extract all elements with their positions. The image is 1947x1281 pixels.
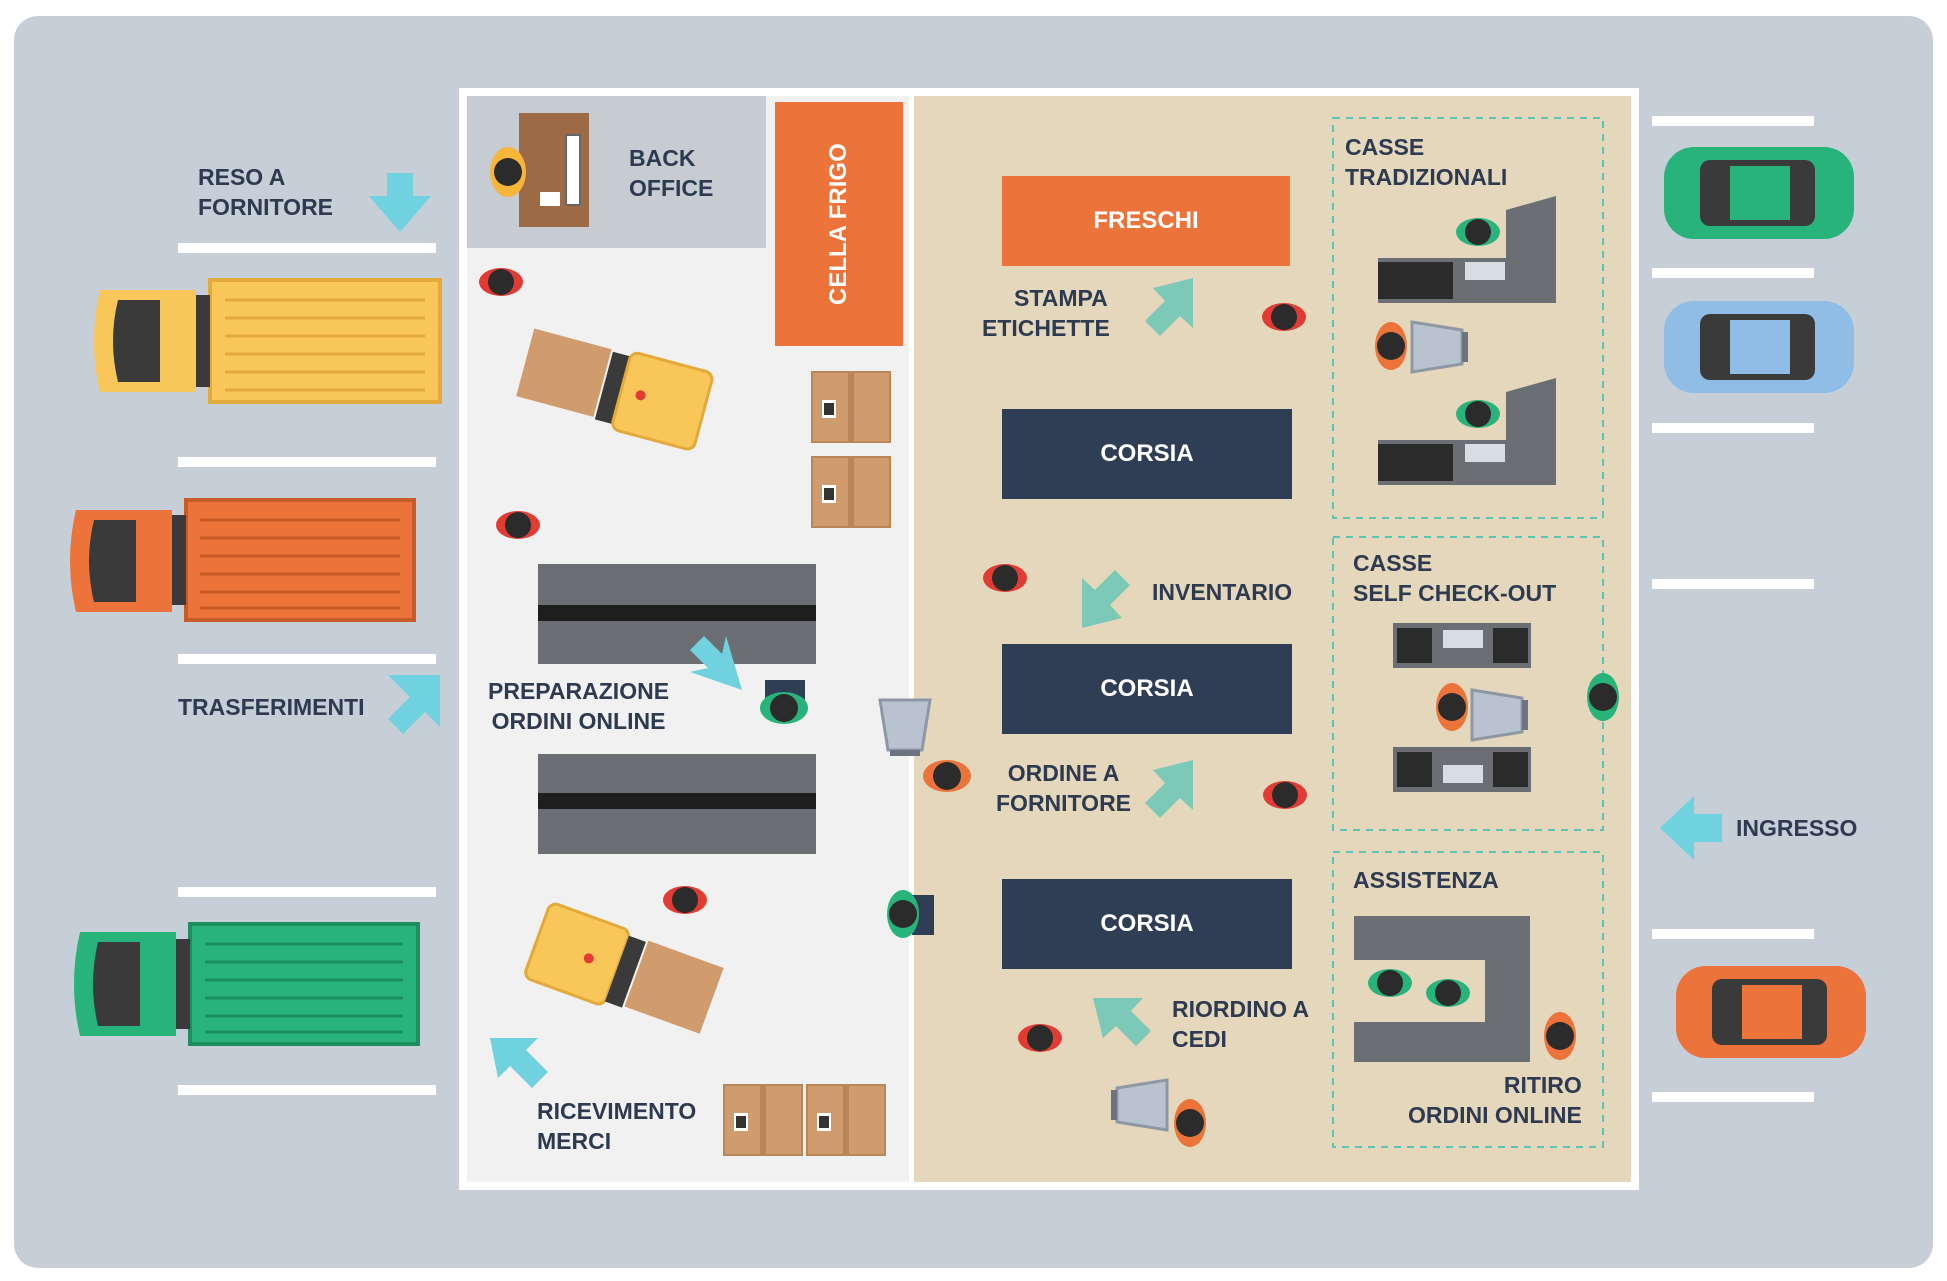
customer-icon: [1375, 322, 1407, 370]
label-inventario: INVENTARIO: [1152, 579, 1293, 605]
corsia-shelf-2: [1002, 644, 1292, 734]
corsia-shelf-3: [1002, 879, 1292, 969]
label-corsia-3: CORSIA: [1100, 910, 1194, 937]
shopping-cart-icon: [1109, 1078, 1169, 1132]
shopping-cart-icon: [1470, 688, 1530, 742]
label-corsia-2: CORSIA: [1100, 675, 1194, 702]
checkout-counter-icon: [1378, 378, 1556, 485]
car-icon: [1664, 301, 1854, 393]
customer-icon: [1436, 683, 1468, 731]
label-corsia-1: CORSIA: [1100, 440, 1194, 467]
freschi-shelf: [1002, 176, 1290, 266]
label-reso-a-fornitore: RESO A FORNITORE: [198, 164, 334, 220]
label-back-office: BACK OFFICE: [629, 145, 714, 201]
forklift-icon: [524, 902, 724, 1034]
box-icon: [723, 1084, 803, 1156]
label-ordine-a-fornitore: ORDINE A FORNITORE: [996, 760, 1132, 816]
label-preparazione-ordini-online: PREPARAZIONE ORDINI ONLINE: [488, 678, 670, 734]
worker-icon: [496, 511, 540, 539]
assistenza-zone: [1332, 851, 1604, 1148]
forklift-icon: [516, 328, 714, 451]
box-icon: [811, 456, 891, 528]
box-icon: [811, 371, 891, 443]
arrow-icon: [490, 1038, 548, 1088]
label-freschi: FRESCHI: [1093, 207, 1199, 234]
worker-icon: [1263, 781, 1307, 809]
worker-icon: [983, 564, 1027, 592]
rack-shelf: [538, 754, 816, 854]
worker-icon: [479, 268, 523, 296]
shopping-cart-icon: [1410, 320, 1470, 374]
arrow-icon: [388, 675, 440, 734]
truck-icon: [94, 278, 442, 404]
label-cella-frigo: CELLA FRIGO: [825, 143, 852, 305]
rack-shelf: [538, 564, 816, 664]
desk-computer-icon: [490, 113, 589, 227]
car-icon: [1676, 966, 1866, 1058]
arrow-icon: [690, 636, 742, 690]
worker-icon: [760, 680, 808, 724]
label-assistenza: ASSISTENZA: [1353, 867, 1499, 893]
customer-icon: [923, 760, 971, 792]
car-icon: [1664, 147, 1854, 239]
label-stampa-etichette: STAMPA ETICHETTE: [982, 285, 1110, 341]
worker-icon: [663, 886, 707, 914]
checkout-counter-icon: [1393, 623, 1531, 668]
label-ritiro-ordini-online: RITIRO ORDINI ONLINE: [1408, 1072, 1582, 1128]
arrow-icon: [1082, 570, 1130, 628]
label-ricevimento-merci: RICEVIMENTO MERCI: [537, 1098, 697, 1154]
worker-icon: [1262, 303, 1306, 331]
parking-stripes: [178, 116, 1814, 1102]
box-icon: [806, 1084, 886, 1156]
checkout-counter-icon: [1378, 196, 1556, 303]
label-casse-tradizionali: CASSE TRADIZIONALI: [1345, 134, 1508, 190]
worker-icon: [887, 890, 934, 938]
customer-icon: [1174, 1099, 1206, 1147]
truck-icon: [70, 498, 416, 622]
cella-frigo-room: [775, 102, 903, 346]
customer-icon: [1587, 673, 1619, 721]
casse-tradizionali-zone: [1332, 117, 1604, 519]
truck-icon: [74, 922, 420, 1046]
corsia-shelf-1: [1002, 409, 1292, 499]
arrow-icon: [1145, 278, 1193, 336]
label-trasferimenti: TRASFERIMENTI: [178, 694, 365, 720]
arrow-icon: [1660, 796, 1722, 860]
checkout-counter-icon: [1393, 747, 1531, 792]
assistenza-desk: [1354, 916, 1576, 1062]
label-casse-self-checkout: CASSE SELF CHECK-OUT: [1353, 550, 1557, 606]
shopping-cart-icon: [878, 698, 932, 758]
arrow-icon: [1145, 760, 1193, 818]
label-riordino-a-cedi: RIORDINO A CEDI: [1172, 996, 1310, 1052]
label-ingresso: INGRESSO: [1736, 815, 1858, 841]
arrow-icon: [1093, 998, 1151, 1046]
worker-icon: [1018, 1024, 1062, 1052]
arrow-icon: [369, 173, 431, 232]
